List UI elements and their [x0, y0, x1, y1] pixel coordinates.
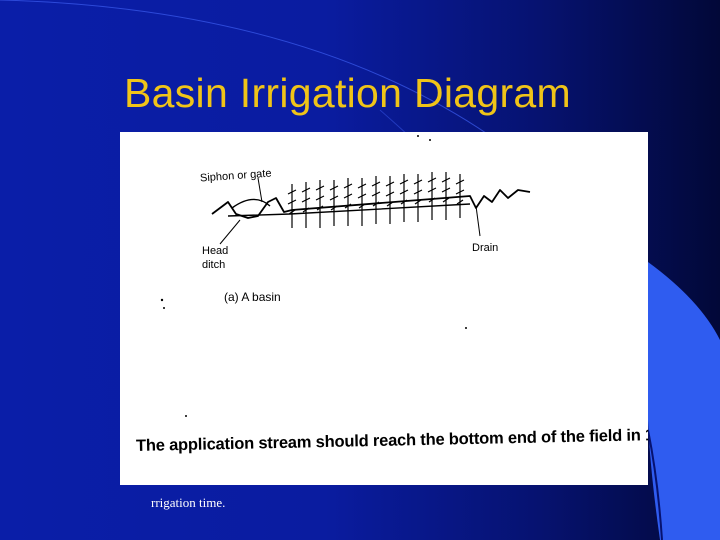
basin-irrigation-figure: Siphon or gate Head ditch Drain (a) A ba… [120, 132, 648, 485]
drain-label: Drain [472, 242, 499, 254]
crop-plants [287, 172, 465, 228]
head-ditch-label: Head ditch [202, 245, 229, 271]
field-profile-line [211, 189, 531, 219]
slide-title: Basin Irrigation Diagram [124, 70, 571, 116]
slide-footnote: rrigation time. [151, 495, 226, 510]
drain-pointer [475, 205, 481, 237]
siphon-tube [231, 198, 271, 209]
scan-specks [160, 135, 467, 417]
figure-subcaption: (a) A basin [224, 290, 281, 304]
siphon-pointer [257, 177, 263, 203]
basin-diagram-drawing [160, 135, 531, 417]
head-ditch-pointer [219, 219, 241, 245]
